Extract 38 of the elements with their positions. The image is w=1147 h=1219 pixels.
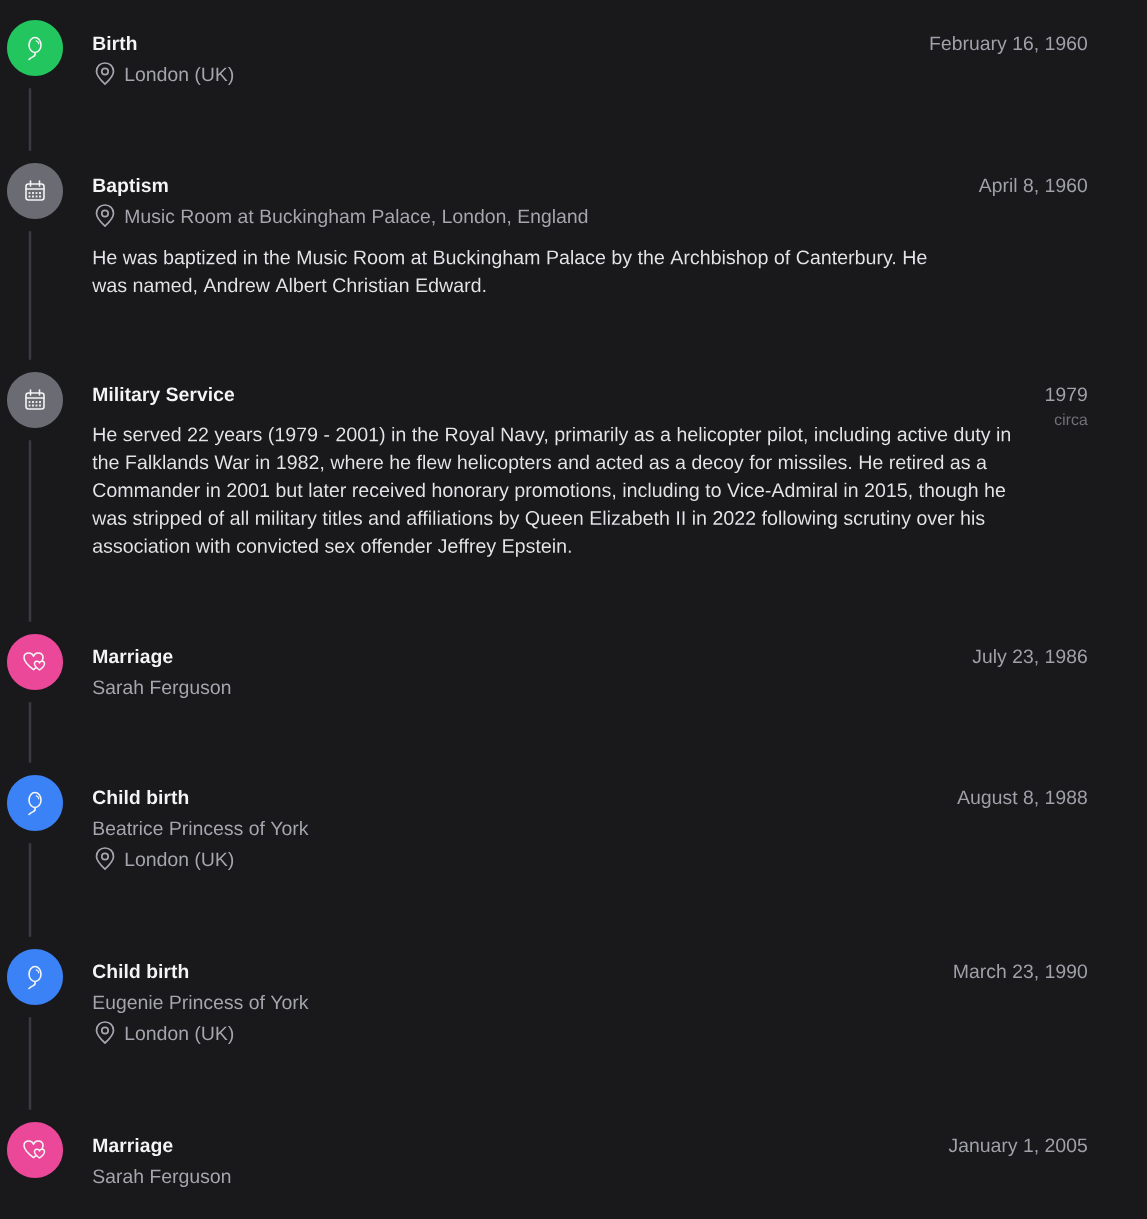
- connector-line: [28, 843, 32, 937]
- connector-line: [28, 1017, 32, 1110]
- timeline-circle: [7, 372, 63, 428]
- description-text: He served 22 years (1979 - 2001) in the Royal Navy, primarily as a helicopter pilot, including active duty in the Falklands War in 1982, where he flew helicopters and acted as a decoy for missiles. He retired as a Commander in 2001 but later received honorary promotions, including to Vice-Admiral in 2015, though he was stripped of all military titles and affiliations by Queen Elizabeth II in 2022 following scrutiny over his association with convicted sex offender Jeffrey Epstein.: [92, 426, 1010, 557]
- event-title: Marriage: [93, 1137, 173, 1157]
- date-note: circa: [1054, 413, 1088, 426]
- person-name: Beatrice Princess of York: [93, 820, 309, 836]
- event-title: Marriage: [93, 648, 173, 668]
- timeline-circle: [7, 20, 63, 76]
- timeline-circle: [7, 775, 63, 831]
- connector-line: [28, 440, 32, 622]
- event-date: April 8, 1960: [978, 177, 1087, 197]
- description-text: He was baptized in the Music Room at Buckingham Palace by the Archbishop of Canterbury. He was named, Andrew Albert Christian Edward.: [92, 249, 927, 295]
- event-date: July 23, 1986: [972, 648, 1087, 668]
- timeline-circle: [7, 634, 63, 690]
- event-date: August 8, 1988: [957, 790, 1087, 809]
- event-title: Baptism: [93, 177, 168, 197]
- timeline-circle: [7, 163, 63, 219]
- event-date: 1979: [1046, 387, 1087, 402]
- connector-line: [28, 231, 32, 360]
- place-name: London (UK): [125, 1025, 234, 1044]
- event-date: March 23, 1990: [954, 963, 1087, 981]
- person-name: Sarah Ferguson: [93, 1168, 231, 1188]
- timeline-circle: [7, 1122, 63, 1178]
- person-name: Sarah Ferguson: [93, 679, 231, 699]
- event-date: January 1, 2005: [948, 1138, 1087, 1157]
- place-name: London (UK): [125, 66, 234, 86]
- connector-line: [28, 88, 32, 151]
- timeline-circle: [7, 949, 63, 1005]
- event-title: Birth: [93, 35, 137, 51]
- event-title: Child birth: [93, 963, 189, 979]
- person-name: Eugenie Princess of York: [93, 994, 309, 1014]
- event-date: February 16, 1960: [930, 35, 1087, 55]
- place-name: London (UK): [125, 851, 234, 870]
- event-title: Military Service: [93, 386, 235, 406]
- connector-line: [28, 702, 32, 763]
- place-name: Music Room at Buckingham Palace, London, England: [125, 208, 588, 228]
- event-title: Child birth: [93, 789, 189, 805]
